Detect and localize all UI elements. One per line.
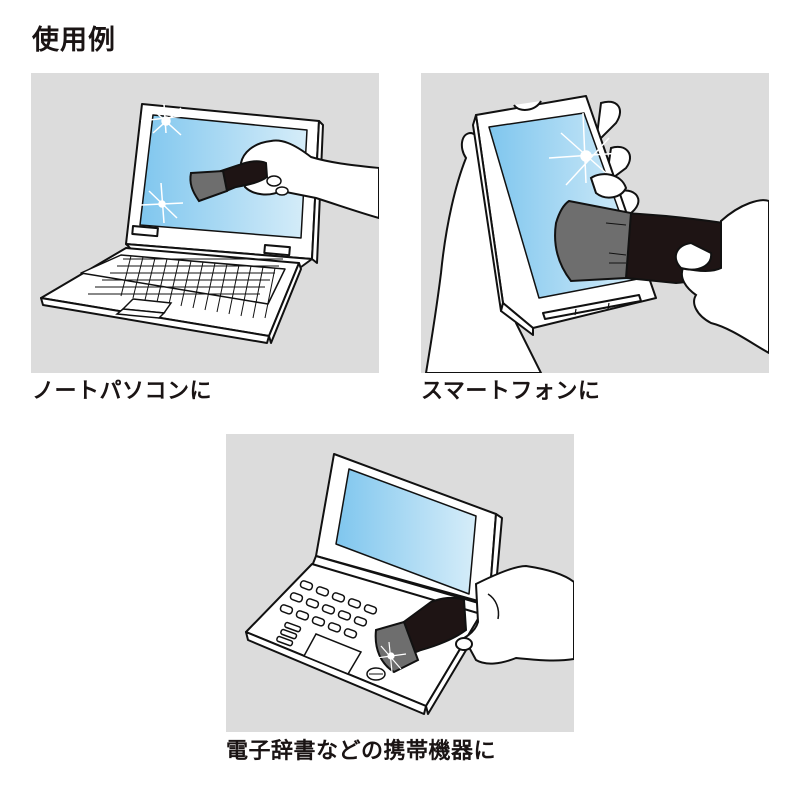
laptop-illustration-panel: [31, 73, 379, 373]
fingers: [266, 175, 289, 196]
keyboard-keys: [88, 255, 283, 319]
electronic-dictionary-icon: [245, 453, 503, 715]
sparkle-icon: [548, 112, 622, 186]
touchpad: [302, 633, 386, 681]
electronic-dictionary-caption: 電子辞書などの携帯機器に: [226, 739, 497, 764]
brush-icon: [374, 596, 468, 674]
laptop-caption: ノートパソコンに: [32, 379, 213, 404]
hand-icon: [455, 564, 574, 665]
brush-icon: [189, 160, 269, 203]
smartphone-caption: スマートフォンに: [421, 379, 601, 404]
electronic-dictionary-illustration-panel: [226, 434, 574, 732]
laptop-cleaning-illustration: [40, 103, 379, 344]
page-title: 使用例: [32, 25, 116, 56]
smartphone-cleaning-illustration: [424, 95, 769, 373]
right-hand-icon: [589, 173, 769, 355]
smartphone-illustration-panel: [421, 73, 769, 373]
laptop-icon: [40, 103, 324, 344]
touchpad: [115, 298, 173, 319]
sparkle-icon: [140, 103, 192, 224]
dictionary-cleaning-illustration: [245, 453, 574, 715]
keyboard-keys: [276, 580, 378, 647]
sparkle-icon: [375, 641, 407, 673]
hand-icon: [239, 139, 379, 220]
